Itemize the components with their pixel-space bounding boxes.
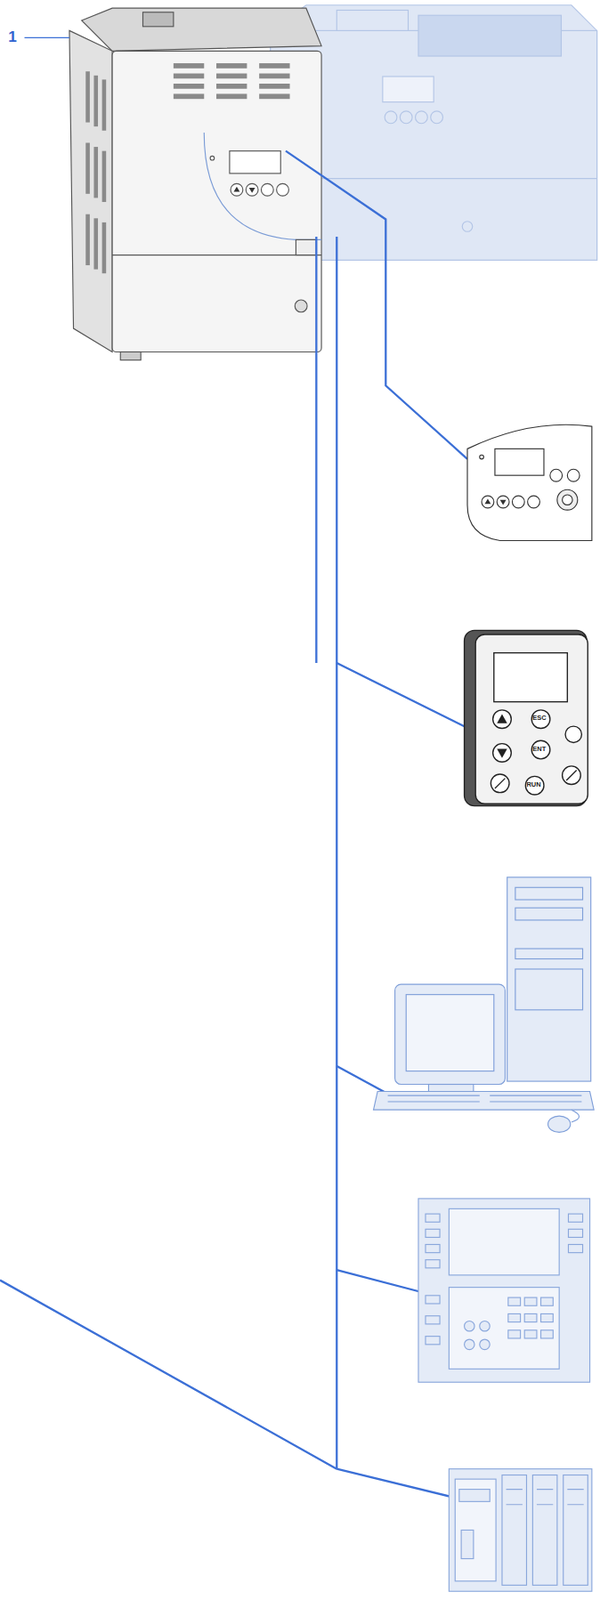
drive (69, 8, 322, 360)
leader-line (24, 37, 70, 39)
pc (373, 877, 595, 1134)
key-label: ESC (532, 715, 546, 722)
hmi-terminal (418, 1199, 591, 1383)
remote-terminal (464, 630, 589, 806)
plc (448, 1469, 592, 1593)
keypad-panel (467, 424, 592, 541)
key-label: ENT (532, 745, 546, 753)
connection-lines (0, 151, 468, 1499)
key-label: RUN (526, 781, 541, 788)
callout-number: 1 (8, 28, 17, 44)
